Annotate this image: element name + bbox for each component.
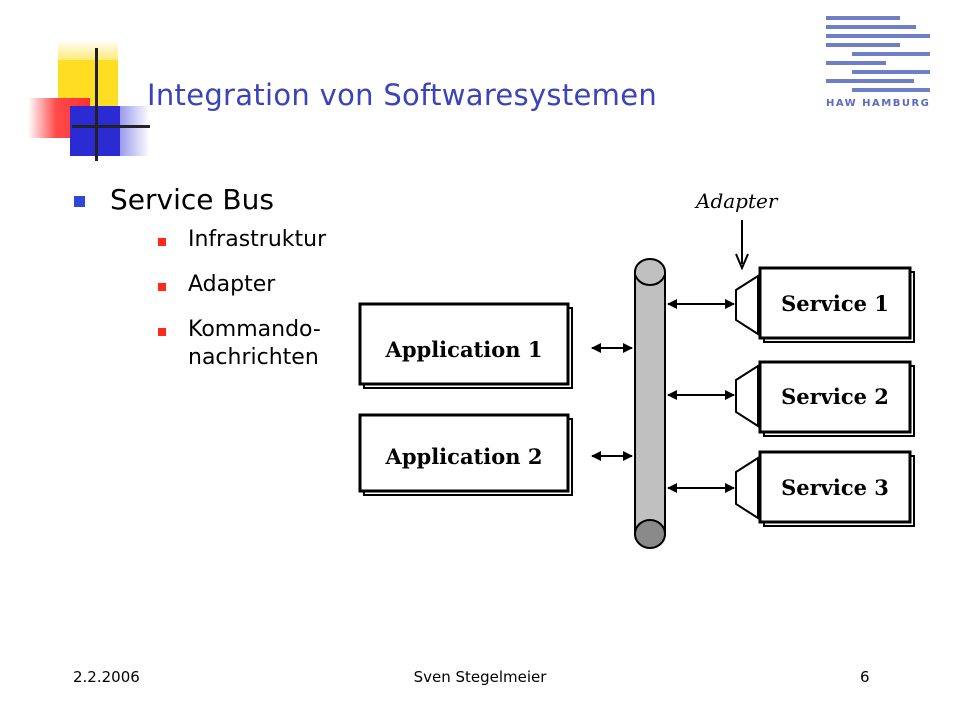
footer-author: Sven Stegelmeier [413,668,547,686]
sub-bullet-infrastruktur: Infrastruktur [158,226,326,254]
sub-bullet-adapter: Adapter [158,271,326,299]
square-bullet-icon [74,196,85,207]
square-bullet-icon [158,328,166,336]
sub-bullet-list: Infrastruktur Adapter Kommando- nachrich… [110,226,326,372]
bullet-list: Service Bus Infrastruktur Adapter Komman… [74,180,326,389]
sub-bullet-kommandonachrichten: Kommando- nachrichten [158,316,326,372]
bullet-label: Service Bus [110,183,274,216]
footer-date: 2.2.2006 [73,668,140,686]
service-label: Service 1 [781,291,889,316]
bullet-service-bus: Service Bus Infrastruktur Adapter Komman… [74,180,326,372]
logo-text: HAW HAMBURG [826,98,931,109]
down-arrow-icon [735,220,749,271]
square-bullet-icon [158,283,166,291]
application-box-2: Application 2 [358,413,573,496]
service-label: Service 3 [781,475,889,500]
sub-bullet-text: Infrastruktur [188,227,327,252]
application-box-1: Application 1 [358,302,573,389]
service-bus-diagram: Adapter Application 1 Application 2 [358,189,915,549]
adapter-trapezoid-icon [735,364,759,428]
cross-line-horizontal [72,125,150,128]
corner-decoration [0,0,160,170]
service-label: Service 2 [781,384,889,409]
bus-cylinder [634,258,666,549]
sub-bullet-text: nachrichten [188,345,319,370]
application-label: Application 2 [385,444,543,469]
adapter-label: Adapter [694,189,779,213]
footer-page-number: 6 [860,668,870,686]
adapter-trapezoid-icon [735,274,759,336]
application-label: Application 1 [385,337,543,362]
service-box-2: Service 2 [758,360,915,437]
sub-bullet-text: Adapter [188,272,276,297]
service-box-3: Service 3 [758,450,915,527]
cross-line-vertical [95,48,98,161]
sub-bullet-text: Kommando- [188,317,321,342]
square-bullet-icon [158,238,166,246]
adapter-trapezoid-icon [735,456,759,520]
slide-title: Integration von Softwaresystemen [147,78,658,112]
haw-logo-icon [822,16,934,116]
yellow-fade-square [58,40,118,60]
service-box-1: Service 1 [758,266,915,343]
blue-fade-square [120,106,150,156]
